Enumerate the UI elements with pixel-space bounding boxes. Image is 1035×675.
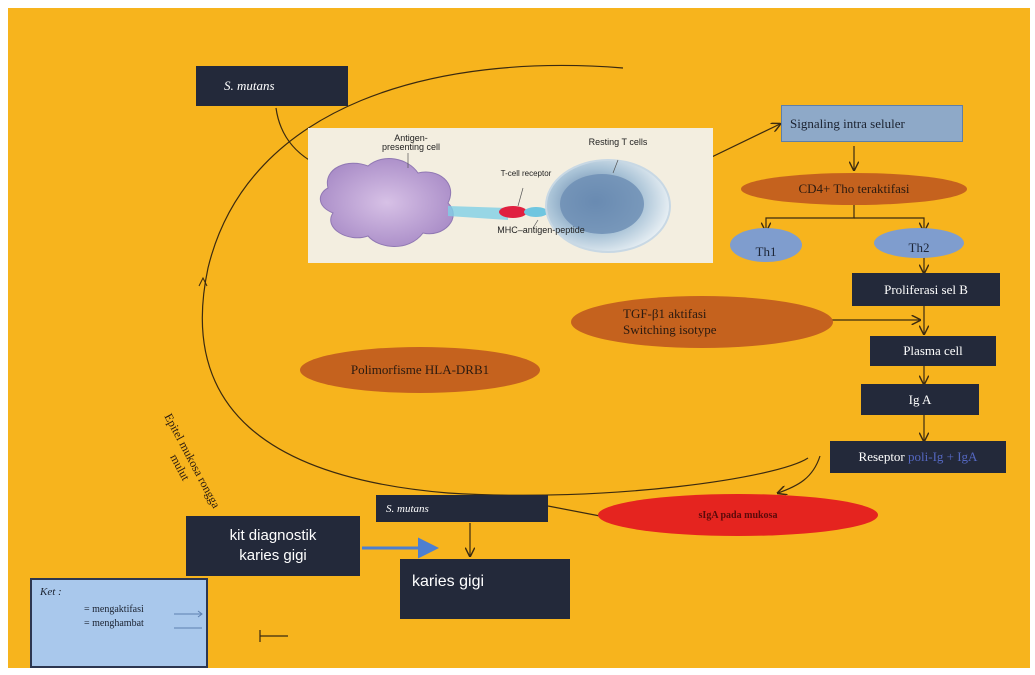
tcr-label: T-cell receptor [500, 169, 552, 178]
proliferasi-label: Proliferasi sel B [884, 281, 968, 297]
cd4-oval: CD4+ Tho teraktifasi [741, 173, 967, 205]
resting-t-cells-label: Resting T cells [588, 137, 648, 147]
mhc-label: MHC–antigen-peptide [497, 225, 585, 235]
iga-box: Ig A [861, 384, 979, 415]
cycle-arc [201, 64, 809, 496]
s-mutans-top-label: S. mutans [224, 78, 275, 93]
siga-label: sIgA pada mukosa [698, 509, 778, 521]
s-mutans-top-box: S. mutans [196, 66, 348, 106]
reseptor-suffix: poli-Ig + IgA [908, 449, 978, 464]
polimorfisme-oval: Polimorfisme HLA-DRB1 [300, 347, 540, 393]
th2-label: Th2 [908, 240, 930, 255]
reseptor-label: Reseptor [858, 449, 905, 464]
t-cell-receptor-shape [499, 206, 527, 218]
kit-diagnostik-box: kit diagnostik karies gigi [186, 516, 360, 576]
proliferasi-box: Proliferasi sel B [852, 273, 1000, 306]
tgf-label-2: Switching isotype [623, 322, 717, 337]
antigen-presenting-cell-shape [319, 158, 454, 247]
diagram-canvas: S. mutans [8, 8, 1030, 668]
cell-interaction-figure: Antigen-presenting cell T-cell receptor … [308, 128, 713, 263]
legend-arrow-icons [174, 610, 203, 629]
arrow-cd4-to-th [766, 203, 855, 231]
th1-oval: Th1 [730, 228, 802, 262]
legend-item-activate: = mengaktifasi [84, 604, 144, 615]
legend-box: Ket : = mengaktifasi = menghambat [30, 578, 208, 668]
s-mutans-bottom-label: S. mutans [386, 502, 429, 515]
legend-title: Ket : [40, 586, 62, 598]
cd4-label: CD4+ Tho teraktifasi [798, 181, 910, 196]
kit-diagnostik-label: kit diagnostik karies gigi [229, 527, 317, 564]
iga-label: Ig A [908, 391, 932, 407]
tgf-oval: TGF-β1 aktifasi Switching isotype [571, 296, 833, 348]
apc-label: Antigen-presenting cell [381, 133, 441, 152]
th2-oval: Th2 [874, 228, 964, 258]
siga-oval: sIgA pada mukosa [598, 494, 878, 536]
karies-gigi-box: karies gigi [400, 559, 570, 619]
arrow-siga-to-smutans [547, 505, 601, 517]
s-mutans-bottom-box: S. mutans [376, 495, 548, 522]
plasma-cell-box: Plasma cell [870, 336, 996, 366]
signaling-label: Signaling intra seluler [790, 115, 905, 131]
karies-gigi-label: karies gigi [412, 573, 485, 590]
signaling-box: Signaling intra seluler [781, 105, 963, 142]
arrow-reseptor-to-siga [778, 455, 821, 493]
th1-label: Th1 [755, 244, 777, 259]
plasma-cell-label: Plasma cell [903, 343, 963, 358]
polimorfisme-label: Polimorfisme HLA-DRB1 [350, 362, 490, 377]
reseptor-box: Reseptor poli-Ig + IgA [830, 441, 1006, 473]
tgf-label-1: TGF-β1 aktifasi [623, 306, 707, 321]
legend-item-inhibit: = menghambat [84, 618, 144, 629]
cell-illustration [319, 153, 671, 253]
